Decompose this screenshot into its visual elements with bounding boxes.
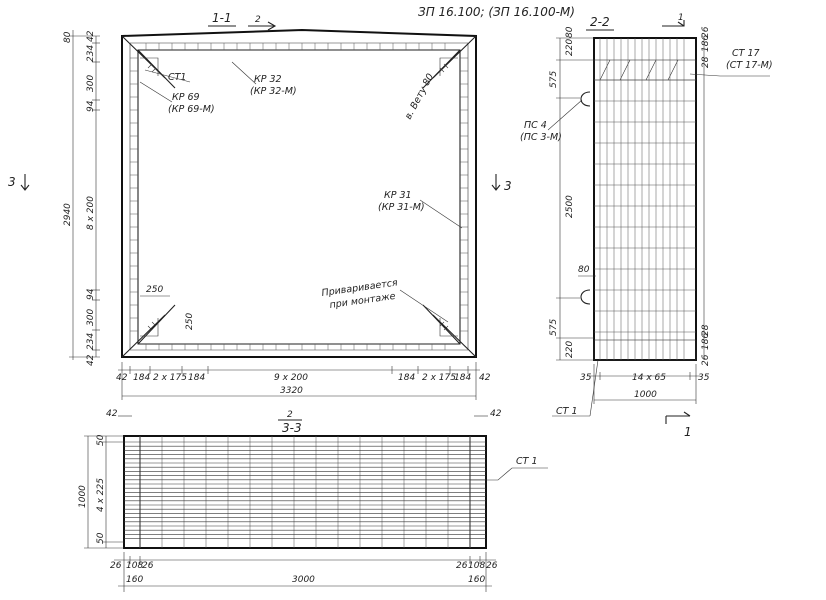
dim-left-234: 234 [86, 45, 96, 62]
dim-bottom-184-1: 184 [133, 373, 150, 383]
label-kp32m: (КР 32-М) [250, 86, 297, 97]
dim-left-80: 80 [63, 31, 73, 43]
dim-plan-bottom-26-2: 26 [142, 561, 154, 571]
section-mark-3-right: 3 [504, 179, 512, 193]
dim-side-220-top: 220 [565, 39, 575, 56]
panel-outline [121, 28, 477, 358]
dim-plan-bottom-108-2: 108 [468, 561, 485, 571]
label-side-st1: СТ 1 [556, 406, 578, 417]
dim-side-right-bottom-26: 26 [701, 354, 711, 366]
section-1-1-arrow-mark: 2 [255, 15, 261, 25]
dim-250-vertical: 250 [185, 313, 195, 330]
dim-plan-4x225: 4 x 225 [96, 478, 106, 512]
dim-side-2500: 2500 [565, 195, 575, 218]
section-1-1-title: 1-1 [212, 11, 232, 25]
dim-side-total-1000: 1000 [634, 390, 657, 400]
section-3-3: 3-3 2 42 42 50 4 x 225 1000 50 26 108 26… [78, 409, 548, 592]
section-2-2-arrow-mark: 1 [678, 13, 684, 23]
view-arrow-icon [248, 21, 277, 31]
drawing-code: ЗП 16.100; (ЗП 16.100-М) [418, 5, 575, 19]
dim-plan-total-1000: 1000 [78, 485, 88, 508]
rebar-grid [594, 38, 696, 360]
label-weld: в. Вету 80 [403, 72, 436, 122]
dim-left-300: 300 [86, 75, 96, 92]
section-mark-1-bottom: 1 [684, 425, 692, 439]
label-st17m: (СТ 17-М) [726, 60, 773, 71]
dim-plan-bottom-26-1: 26 [110, 561, 122, 571]
dim-plan-50-top: 50 [96, 434, 106, 446]
dim-250-horizontal: 250 [146, 285, 163, 295]
label-kp31m: (КР 31-М) [378, 202, 425, 213]
dim-left-94: 94 [86, 100, 96, 112]
dim-plan-50-bottom: 50 [96, 532, 106, 544]
dim-side-bottom-35-left: 35 [580, 373, 592, 383]
dim-plan-160-left: 160 [126, 575, 143, 585]
dim-side-right-bottom-28: 28 [701, 324, 711, 336]
dim-left-234-lower: 234 [86, 333, 96, 350]
dim-side-right-bottom-186: 186 [701, 333, 711, 350]
dim-left-total-2940: 2940 [63, 203, 73, 226]
label-st1: СТ1 [168, 72, 186, 83]
dim-side-575-top: 575 [549, 71, 559, 88]
dim-plan-bottom-26-4: 26 [486, 561, 498, 571]
dim-side-80: 80 [565, 26, 575, 38]
label-ps3m: (ПС 3-М) [520, 132, 562, 143]
dim-left-42: 42 [86, 30, 96, 42]
panel-plan-outline [123, 435, 487, 549]
label-ps4: ПС 4 [524, 120, 547, 131]
dim-bottom-184-4: 184 [454, 373, 471, 383]
dim-side-220-bottom: 220 [565, 341, 575, 358]
section-mark-3-left: 3 [8, 175, 16, 189]
label-st17: СТ 17 [732, 48, 760, 59]
dim-side-575-bottom: 575 [549, 319, 559, 336]
dim-plan-42-left: 42 [106, 409, 118, 419]
dim-total-3320: 3320 [280, 386, 303, 396]
dim-side-bottom-14x65: 14 x 65 [632, 373, 666, 383]
lifting-loop-upper [580, 91, 591, 107]
dim-plan-3000: 3000 [292, 575, 315, 585]
dim-side-right-28: 28 [701, 56, 711, 68]
dim-bottom-2x175-left: 2 x 175 [153, 373, 187, 383]
label-kp32: КР 32 [254, 74, 282, 85]
dim-bottom-184-2: 184 [188, 373, 205, 383]
dim-plan-bottom-108-1: 108 [126, 561, 143, 571]
dim-left-42-lower: 42 [86, 354, 96, 366]
dim-side-right-26: 26 [701, 26, 711, 38]
section-2-2: 2-2 1 220 80 575 2500 575 220 80 28 186 … [520, 13, 773, 439]
dim-left-8x200: 8 x 200 [86, 196, 96, 230]
dim-side-right-186: 186 [701, 35, 711, 52]
section-3-3-arrow-mark: 2 [287, 410, 293, 420]
dim-left-300-lower: 300 [86, 309, 96, 326]
label-plan-st1: СТ 1 [516, 456, 538, 467]
dim-plan-160-right: 160 [468, 575, 485, 585]
section-3-3-title: 3-3 [282, 421, 302, 435]
panel-side-outline [593, 37, 697, 361]
rebar-ticks [130, 43, 468, 350]
dim-bottom-42-right: 42 [479, 373, 491, 383]
section-2-2-title: 2-2 [590, 15, 610, 29]
dim-bottom-9x200: 9 x 200 [274, 373, 308, 383]
dim-bottom-42-left: 42 [116, 373, 128, 383]
label-kp69m: (КР 69-М) [168, 104, 215, 115]
top-plate [593, 59, 697, 81]
dim-plan-42-right: 42 [490, 409, 502, 419]
dim-bottom-184-3: 184 [398, 373, 415, 383]
dim-left-94-lower: 94 [86, 288, 96, 300]
plan-rebar-grid [124, 436, 486, 548]
dim-side-bottom-35-right: 35 [698, 373, 710, 383]
lifting-loop-lower [580, 289, 591, 305]
label-kp31: КР 31 [384, 190, 412, 201]
dim-bottom-2x175-right: 2 x 175 [422, 373, 456, 383]
dim-side-80-loop: 80 [578, 265, 590, 275]
dim-plan-bottom-26-3: 26 [456, 561, 468, 571]
label-kp69: КР 69 [172, 92, 200, 103]
bottom-plate [593, 339, 697, 361]
section-1-1: 1-1 2 СТ1 КР 32 (КР 32-М) КР 69 (КР 69-М… [8, 11, 512, 400]
